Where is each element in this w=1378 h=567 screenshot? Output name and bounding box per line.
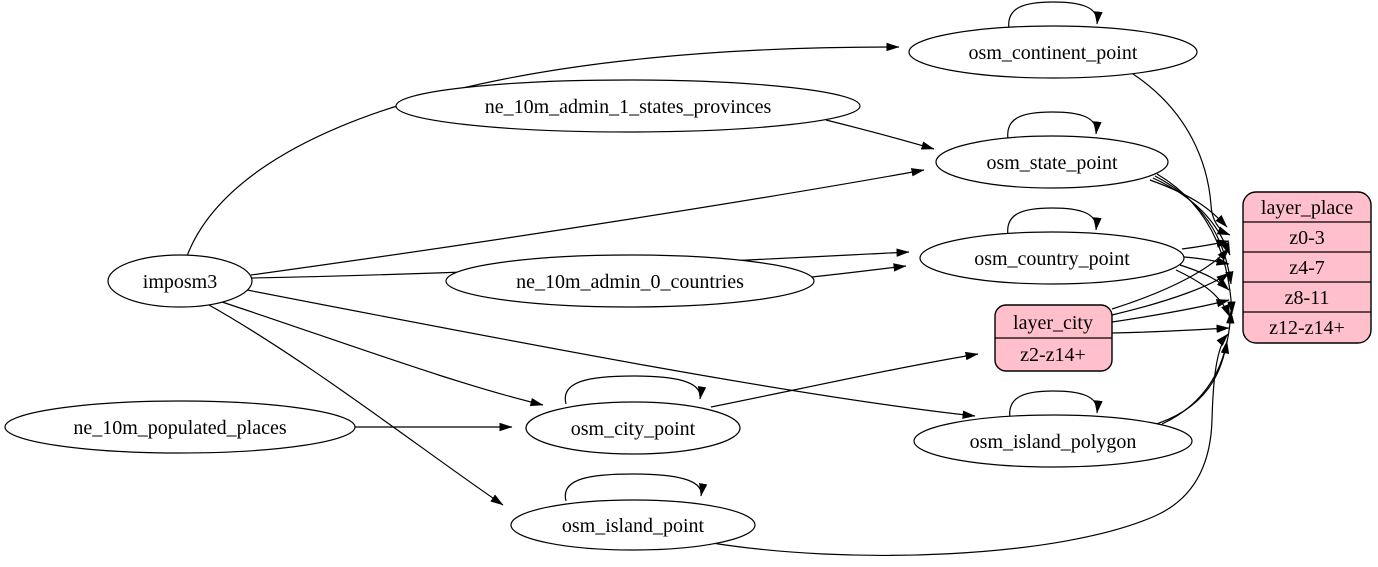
record-layer-place-row-z4-7: z4-7 xyxy=(1289,257,1325,279)
edges xyxy=(186,1,1236,556)
node-ne-10m-admin-1-states-provinces: ne_10m_admin_1_states_provinces xyxy=(395,79,861,133)
edge-osm-island-point-to-layer-place-z12-z14 xyxy=(705,333,1229,556)
edge-osm-state-point-to-layer-place-z8-11 xyxy=(1154,175,1234,285)
node-osm-island-point-label: osm_island_point xyxy=(562,515,705,537)
edge-ne-10m-admin-1-to-osm-state-point xyxy=(825,119,935,150)
self-loop-osm-city-point xyxy=(564,375,707,405)
self-loop-osm-country-point xyxy=(1007,207,1102,236)
edge-osm-continent-point-to-layer-place-z0-3 xyxy=(1132,73,1231,236)
node-osm-state-point: osm_state_point xyxy=(935,135,1169,189)
edge-osm-country-point-to-layer-place-z8-11 xyxy=(1179,264,1230,291)
record-layer-place-row-z12-z14: z12-z14+ xyxy=(1269,317,1345,339)
node-osm-island-point-shape xyxy=(510,499,756,551)
record-layer-city-row-z2-z14: z2-z14+ xyxy=(1020,344,1086,366)
node-osm-continent-point-label: osm_continent_point xyxy=(969,42,1138,64)
node-ne-10m-admin-0-countries-shape xyxy=(445,254,815,308)
edge-osm-city-point-to-layer-city-z2-z14 xyxy=(710,351,979,408)
node-osm-country-point: osm_country_point xyxy=(919,231,1185,285)
edge-osm-island-polygon-to-layer-place-z12-z14 xyxy=(1149,340,1230,427)
node-ne-10m-admin-0-countries-label: ne_10m_admin_0_countries xyxy=(516,271,744,293)
node-ne-10m-populated-places-shape xyxy=(4,400,356,454)
node-osm-country-point-label: osm_country_point xyxy=(974,248,1130,270)
edge-ne-10m-admin-0-to-osm-country-point xyxy=(811,263,907,278)
node-osm-city-point-label: osm_city_point xyxy=(571,418,696,440)
node-ne-10m-admin-1-states-provinces-shape xyxy=(395,79,861,133)
record-layer-place-row-z8-11: z8-11 xyxy=(1285,287,1330,309)
node-imposm3: imposm3 xyxy=(107,254,253,308)
edge-imposm3-to-osm-island-polygon xyxy=(246,289,976,419)
node-osm-state-point-label: osm_state_point xyxy=(986,152,1118,174)
record-layer-city-title: layer_city xyxy=(1013,312,1093,334)
edge-imposm3-to-osm-city-point xyxy=(221,301,544,407)
node-osm-city-point: osm_city_point xyxy=(525,401,741,455)
node-ne-10m-admin-1-states-provinces-label: ne_10m_admin_1_states_provinces xyxy=(485,96,772,118)
node-osm-island-point: osm_island_point xyxy=(510,499,756,551)
edge-imposm3-to-osm-island-point xyxy=(208,304,504,506)
edge-layer-city-to-layer-place-z0-3 xyxy=(1111,247,1230,310)
node-osm-continent-point-shape xyxy=(908,25,1198,79)
edge-layer-city-to-layer-place-z12-z14 xyxy=(1111,324,1230,334)
edge-layer-city-to-layer-place-z4-7 xyxy=(1111,272,1230,316)
node-osm-country-point-shape xyxy=(919,231,1185,285)
edge-osm-country-point-to-layer-place-z0-3 xyxy=(1181,239,1230,250)
node-osm-island-polygon: osm_island_polygon xyxy=(913,414,1193,468)
record-layer-place-title: layer_place xyxy=(1261,197,1353,219)
node-imposm3-label: imposm3 xyxy=(143,271,217,293)
node-osm-city-point-shape xyxy=(525,401,741,455)
node-ne-10m-admin-0-countries: ne_10m_admin_0_countries xyxy=(445,254,815,308)
node-osm-continent-point: osm_continent_point xyxy=(908,25,1198,79)
node-osm-state-point-shape xyxy=(935,135,1169,189)
self-loop-osm-state-point xyxy=(1007,111,1102,140)
self-loop-osm-island-polygon xyxy=(1009,390,1103,419)
record-layer-place-box xyxy=(1242,191,1372,344)
record-layer-place: layer_place z0-3 z4-7 z8-11 z12-z14+ xyxy=(1242,191,1372,344)
edge-osm-state-point-to-layer-place-z0-3 xyxy=(1149,179,1228,228)
self-loop-osm-island-point xyxy=(564,473,708,502)
record-layer-place-row-z0-3: z0-3 xyxy=(1289,227,1325,249)
edge-layer-city-to-layer-place-z8-11 xyxy=(1111,299,1230,323)
record-layer-city: layer_city z2-z14+ xyxy=(994,304,1113,372)
node-ne-10m-populated-places-label: ne_10m_populated_places xyxy=(73,417,286,439)
edge-imposm3-to-osm-continent-point xyxy=(186,42,900,257)
node-osm-island-polygon-shape xyxy=(913,414,1193,468)
node-ne-10m-populated-places: ne_10m_populated_places xyxy=(4,400,356,454)
node-imposm3-shape xyxy=(107,254,253,308)
edge-imposm3-to-osm-state-point xyxy=(250,168,925,276)
self-loop-osm-continent-point xyxy=(1008,1,1103,30)
node-osm-island-polygon-label: osm_island_polygon xyxy=(970,431,1137,453)
edge-osm-country-point-to-layer-place-z4-7 xyxy=(1183,256,1230,266)
